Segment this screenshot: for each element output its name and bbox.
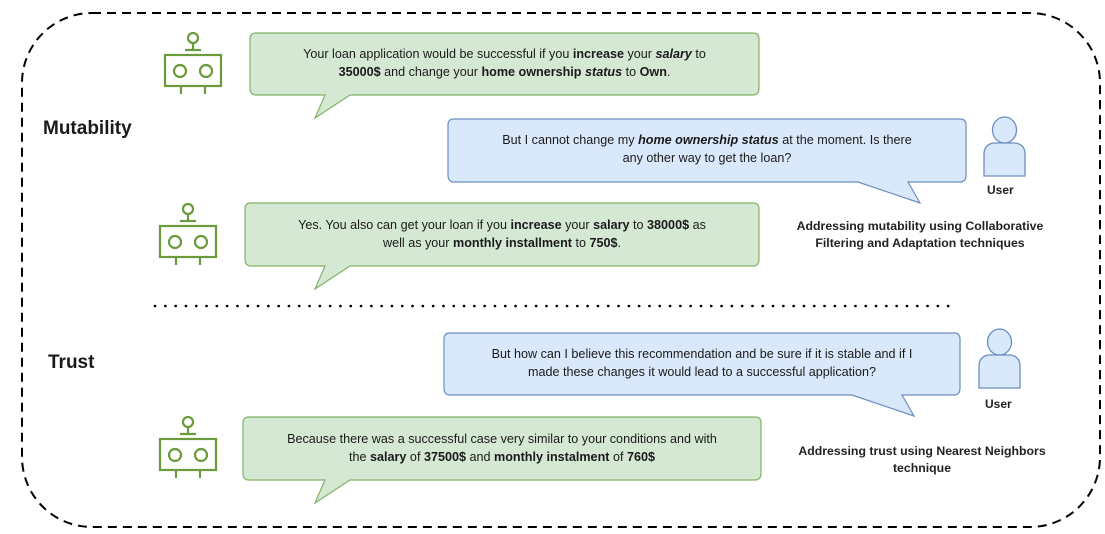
message-text-segment: well as your — [383, 236, 453, 250]
message-text-segment: salary — [593, 218, 630, 232]
message-text-segment: salary — [655, 47, 692, 61]
bot-bubble-1 — [249, 32, 760, 120]
message-text-segment: Your loan application would be successfu… — [303, 47, 573, 61]
message-text-segment: salary — [370, 450, 407, 464]
mutability-caption-line-1: Addressing mutability using Collaborativ… — [796, 219, 1044, 233]
message-text-segment: . — [666, 65, 671, 79]
message-text-segment: status — [585, 65, 623, 79]
message-text-segment: at the moment. Is there — [778, 133, 912, 147]
message-text-segment: Yes. You also can get your loan if you — [298, 218, 511, 232]
message-text-segment: increase — [572, 47, 624, 61]
message-text-segment: to — [629, 218, 648, 232]
robot-icon — [158, 415, 218, 478]
section-label-mutability: Mutability — [43, 118, 132, 139]
message-text-segment: 750$ — [589, 236, 618, 250]
user-label: User — [987, 183, 1014, 197]
message-text-segment: 35000$ — [338, 65, 381, 79]
mutability-caption-line-2: Filtering and Adaptation techniques — [815, 236, 1025, 250]
trust-caption: Addressing trust using Nearest Neighbors… — [762, 443, 1082, 477]
message-text-segment: made these changes it would lead to a su… — [528, 365, 876, 379]
message-text-segment: monthly instalment — [494, 450, 610, 464]
message-text-segment: 37500$ — [423, 450, 466, 464]
user-label: User — [985, 397, 1012, 411]
message-text-segment: and — [465, 450, 494, 464]
message-text-segment: 38000$ — [647, 218, 690, 232]
user-message-1: But I cannot change my home ownership st… — [448, 131, 966, 167]
person-icon — [978, 328, 1021, 389]
message-text-segment: But I cannot change my — [502, 133, 639, 147]
section-label-trust: Trust — [48, 352, 95, 373]
message-text-segment: . — [617, 236, 622, 250]
robot-icon — [163, 31, 223, 94]
message-text-segment: Because there was a successful case very… — [287, 432, 717, 446]
message-text-segment: as — [689, 218, 706, 232]
message-text-segment: your — [561, 218, 594, 232]
message-text-segment: home ownership — [481, 65, 582, 79]
message-text-segment: 760$ — [626, 450, 655, 464]
bot-message-1: Your loan application would be successfu… — [250, 45, 759, 81]
user-message-2: But how can I believe this recommendatio… — [444, 345, 960, 381]
message-text-segment: Own — [639, 65, 667, 79]
bot-bubble-3 — [242, 416, 762, 505]
message-text-segment: increase — [510, 218, 562, 232]
message-text-segment: and change your — [380, 65, 482, 79]
trust-caption-line-1: Addressing trust using Nearest Neighbors — [798, 444, 1046, 458]
message-text-segment: home ownership status — [638, 133, 779, 147]
message-text-segment: But how can I believe this recommendatio… — [491, 347, 913, 361]
message-text-segment: of — [609, 450, 627, 464]
bot-message-2: Yes. You also can get your loan if you i… — [245, 216, 759, 252]
dashed-frame — [21, 12, 1101, 528]
person-icon — [983, 116, 1026, 177]
message-text-segment: your — [623, 47, 656, 61]
trust-caption-line-2: technique — [892, 461, 952, 475]
user-bubble-1 — [447, 118, 967, 205]
message-text-segment: any other way to get the loan? — [622, 151, 792, 165]
bot-message-3: Because there was a successful case very… — [243, 430, 761, 466]
bot-bubble-2 — [244, 202, 760, 291]
message-text-segment: to — [571, 236, 590, 250]
message-text-segment: to — [622, 65, 640, 79]
user-bubble-2 — [443, 332, 961, 418]
robot-icon — [158, 202, 218, 265]
message-text-segment: to — [691, 47, 706, 61]
message-text-segment: the — [349, 450, 371, 464]
mutability-caption: Addressing mutability using Collaborativ… — [760, 218, 1080, 252]
message-text-segment: of — [406, 450, 424, 464]
message-text-segment: monthly installment — [453, 236, 572, 250]
